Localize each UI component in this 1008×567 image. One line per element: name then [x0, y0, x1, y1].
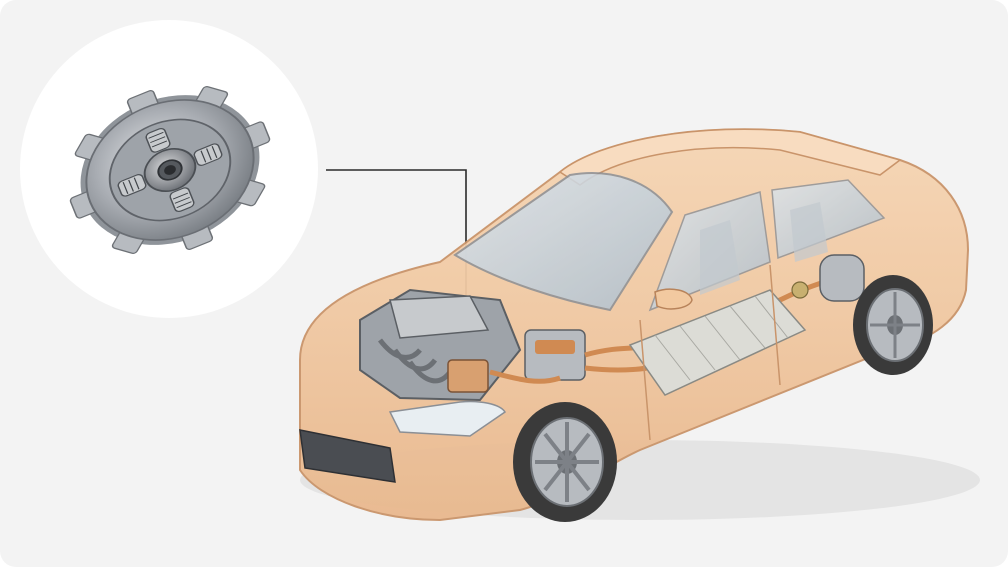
- front-wheel: [513, 402, 617, 522]
- rear-wheel: [853, 275, 933, 375]
- seats: [700, 202, 828, 295]
- front-grille: [299, 429, 396, 483]
- headlight: [388, 400, 507, 437]
- engine: [359, 288, 522, 402]
- clutch-assembly: [69, 86, 271, 254]
- battery-pack: [628, 289, 807, 396]
- power-control-unit: [524, 329, 586, 381]
- zoom-inset-circle: [20, 20, 318, 318]
- door-seams: [639, 264, 781, 441]
- car-roof: [558, 128, 902, 186]
- rear-module: [791, 254, 865, 302]
- clutch-plate-image: [69, 86, 271, 254]
- side-mirror: [654, 288, 693, 310]
- windshield: [453, 172, 674, 312]
